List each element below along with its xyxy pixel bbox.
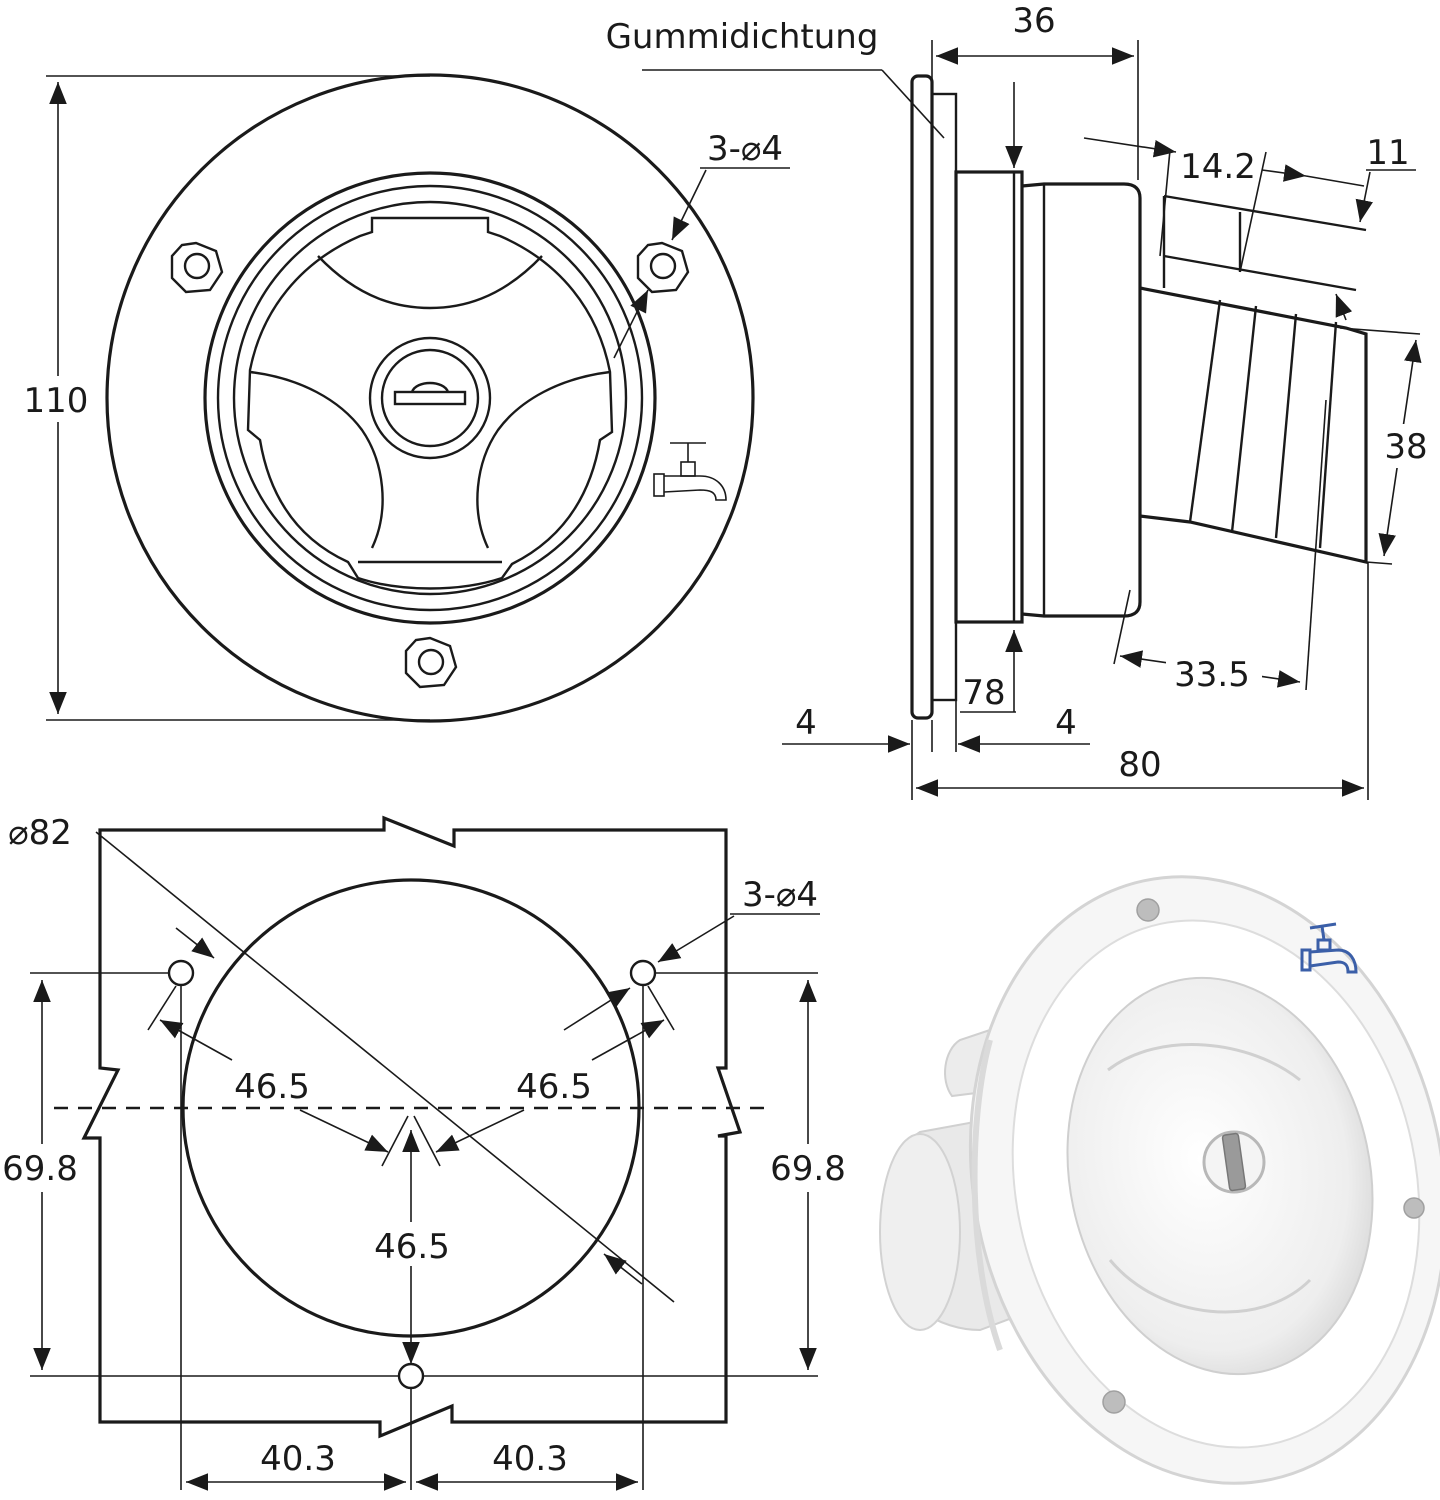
side-step-label: 11 bbox=[1366, 133, 1409, 173]
side-flange-plate bbox=[910, 74, 934, 720]
side-hose-length-label: 33.5 bbox=[1174, 655, 1250, 695]
product-hole-bottom bbox=[1102, 1390, 1126, 1414]
side-offset-label: 14.2 bbox=[1180, 147, 1256, 187]
side-seal-leader bbox=[881, 69, 945, 139]
front-holes-label: 3-⌀4 bbox=[707, 129, 783, 169]
front-flange-outline bbox=[105, 73, 755, 723]
cutout-holes-label: 3-⌀4 bbox=[742, 875, 818, 915]
cutout-diameter-label: ⌀82 bbox=[8, 813, 72, 853]
side-view: Gummidichtung 36 14.2 11 38 33.5 78 bbox=[606, 1, 1436, 800]
cutout-right-width-label: 40.3 bbox=[492, 1439, 568, 1479]
cutout-panel-outline bbox=[81, 815, 743, 1439]
front-ring-inner bbox=[216, 184, 644, 612]
product-hole-top bbox=[1136, 898, 1160, 922]
product-illustration bbox=[879, 875, 1440, 1485]
side-flange-depth-label: 36 bbox=[1012, 1, 1055, 41]
side-flange-left-label: 4 bbox=[795, 703, 817, 743]
side-body bbox=[1021, 182, 1142, 618]
cutout-view: ⌀82 3-⌀4 46.5 46.5 46.5 69.8 69.8 40.3 bbox=[0, 813, 852, 1491]
front-ring-outer bbox=[203, 171, 657, 625]
cutout-hole-bottom bbox=[397, 1362, 425, 1390]
cutout-right-radius-label: 46.5 bbox=[516, 1067, 592, 1107]
front-cap-wing-top bbox=[317, 255, 543, 310]
front-screw-left bbox=[170, 241, 224, 294]
side-step-dim bbox=[1355, 171, 1373, 223]
side-neck bbox=[954, 170, 1024, 624]
front-hole-leader bbox=[671, 169, 707, 241]
side-flange-right-label: 4 bbox=[1055, 703, 1077, 743]
front-screw-right bbox=[636, 241, 690, 294]
product-tap-icon bbox=[1300, 922, 1358, 974]
front-lock-outer bbox=[368, 336, 492, 460]
cutout-left-radius-label: 46.5 bbox=[234, 1067, 310, 1107]
side-seal-label: Gummidichtung bbox=[606, 17, 879, 57]
front-key-head bbox=[410, 381, 450, 393]
front-cap-wing-left bbox=[249, 370, 384, 549]
cutout-left-height-label: 69.8 bbox=[2, 1149, 78, 1189]
front-tap-icon bbox=[653, 442, 727, 501]
front-cap-wing-right bbox=[476, 370, 611, 549]
cutout-hole-left bbox=[167, 959, 195, 987]
front-lock-inner bbox=[380, 348, 480, 448]
cutout-hole-right bbox=[629, 959, 657, 987]
side-hose-connector bbox=[1139, 286, 1368, 565]
product-hole-right bbox=[1403, 1197, 1425, 1219]
front-view: 110 3-⌀4 bbox=[24, 73, 790, 723]
side-seal bbox=[930, 92, 958, 702]
side-neck-diameter-label: 78 bbox=[962, 673, 1005, 713]
front-ring-inner-2 bbox=[232, 200, 628, 596]
cutout-diameter-leader bbox=[95, 831, 675, 1303]
front-screw-bottom bbox=[404, 636, 458, 689]
cutout-right-height-label: 69.8 bbox=[770, 1149, 846, 1189]
cutout-left-width-label: 40.3 bbox=[260, 1439, 336, 1479]
front-cap-outline bbox=[246, 216, 614, 590]
cutout-bottom-radius-label: 46.5 bbox=[374, 1227, 450, 1267]
side-hose-diameter-label: 38 bbox=[1384, 427, 1427, 467]
front-key-slot bbox=[393, 390, 467, 406]
side-total-depth-label: 80 bbox=[1118, 745, 1161, 785]
front-height-label: 110 bbox=[24, 381, 89, 421]
